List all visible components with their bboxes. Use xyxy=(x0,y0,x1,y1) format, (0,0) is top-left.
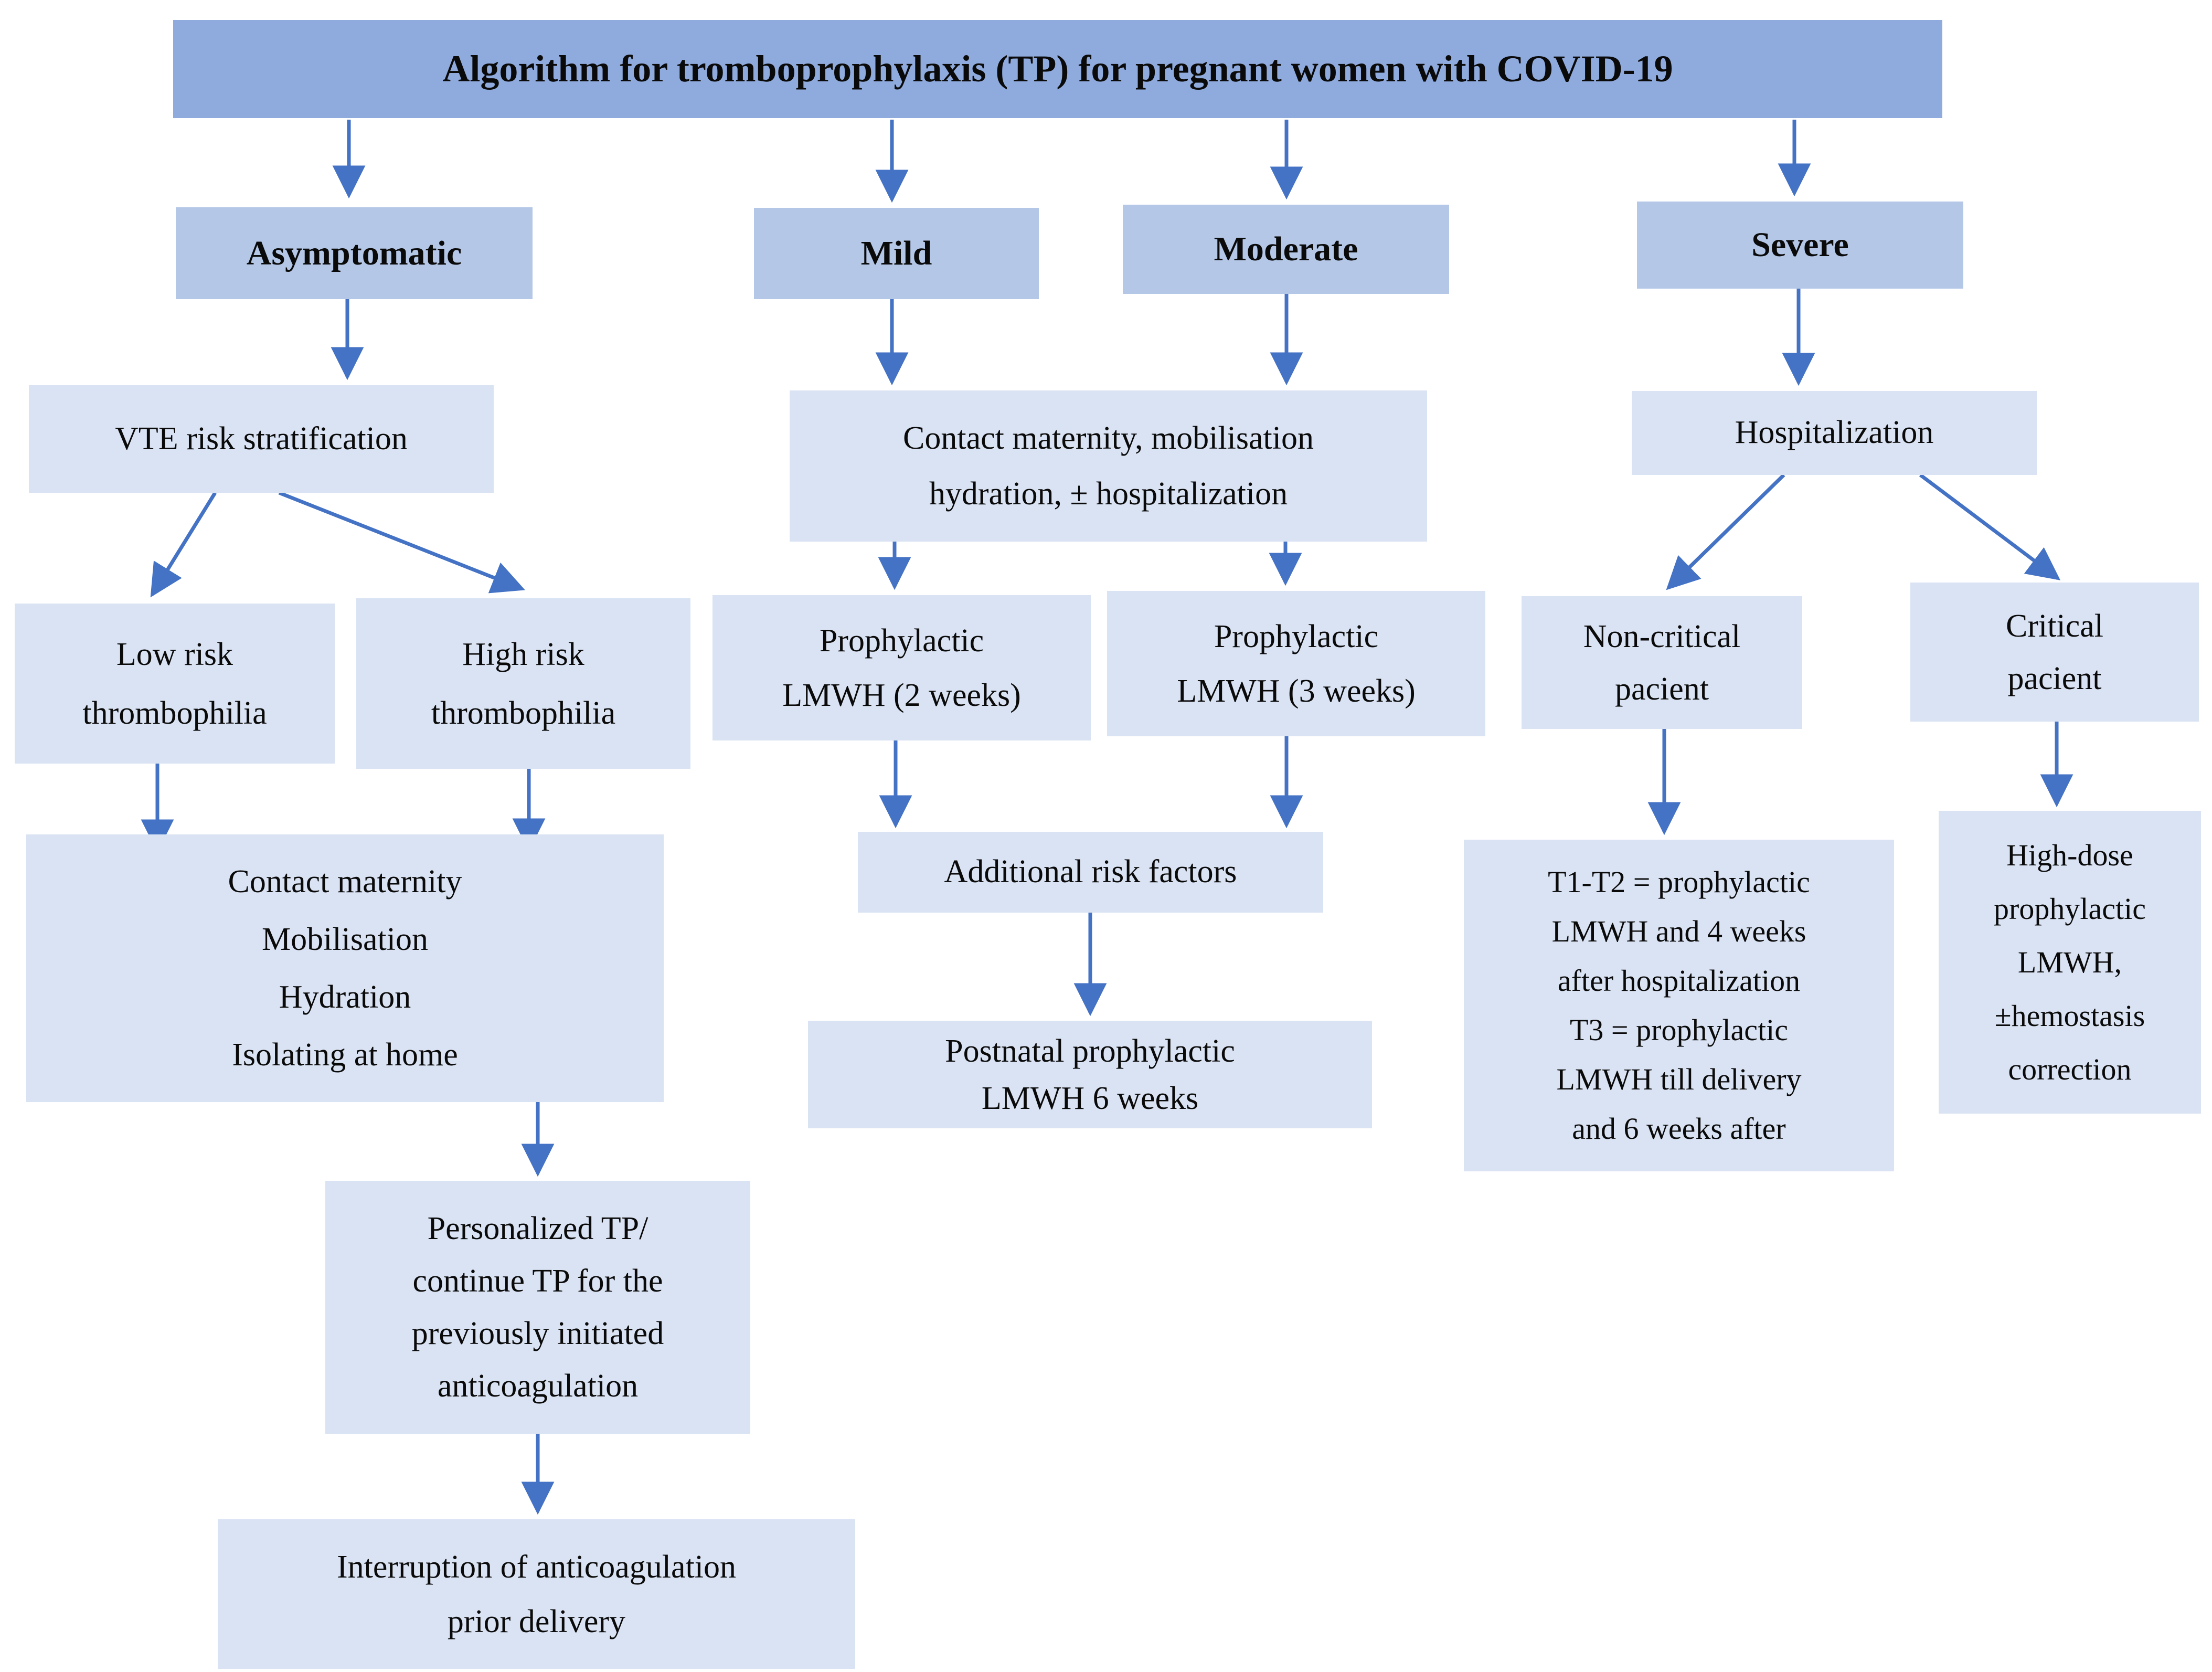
node-interruption-anticoagulation: Interruption of anticoagulation prior de… xyxy=(218,1519,855,1669)
arrow-vte-low-risk xyxy=(150,492,217,598)
node-category-moderate: Moderate xyxy=(1123,205,1449,294)
node-t1-t2-prophylactic: T1-T2 = prophylactic LMWH and 4 weeks af… xyxy=(1464,840,1894,1171)
node-title: Algorithm for tromboprophylaxis (TP) for… xyxy=(173,20,1942,118)
node-additional-risk-factors: Additional risk factors xyxy=(858,832,1323,913)
node-prophylactic-lmwh-3-weeks: Prophylactic LMWH (3 weeks) xyxy=(1107,591,1485,736)
node-critical-pacient: Critical pacient xyxy=(1910,583,2199,722)
node-contact-maternity-mild-moderate: Contact maternity, mobilisation hydratio… xyxy=(790,390,1427,542)
arrow-vte-high-risk xyxy=(278,491,525,594)
node-non-critical-pacient: Non-critical pacient xyxy=(1522,596,1802,729)
node-home-care: Contact maternity Mobilisation Hydration… xyxy=(26,834,664,1102)
node-prophylactic-lmwh-2-weeks: Prophylactic LMWH (2 weeks) xyxy=(712,595,1091,740)
node-vte-risk-stratification: VTE risk stratification xyxy=(29,385,494,493)
node-high-risk-thrombophilia: High risk thrombophilia xyxy=(356,598,690,769)
node-postnatal-prophylactic: Postnatal prophylactic LMWH 6 weeks xyxy=(808,1021,1372,1128)
arrow-hosp-non-critical xyxy=(1666,473,1785,590)
node-category-mild: Mild xyxy=(754,208,1039,299)
node-category-severe: Severe xyxy=(1637,202,1963,289)
arrow-hosp-critical xyxy=(1919,473,2061,580)
node-low-risk-thrombophilia: Low risk thrombophilia xyxy=(15,604,335,764)
node-personalized-tp: Personalized TP/ continue TP for the pre… xyxy=(325,1181,750,1434)
node-hospitalization: Hospitalization xyxy=(1632,391,2037,475)
node-category-asymptomatic: Asymptomatic xyxy=(176,207,533,299)
node-high-dose-prophylactic: High-dose prophylactic LMWH, ±hemostasis… xyxy=(1939,811,2201,1114)
